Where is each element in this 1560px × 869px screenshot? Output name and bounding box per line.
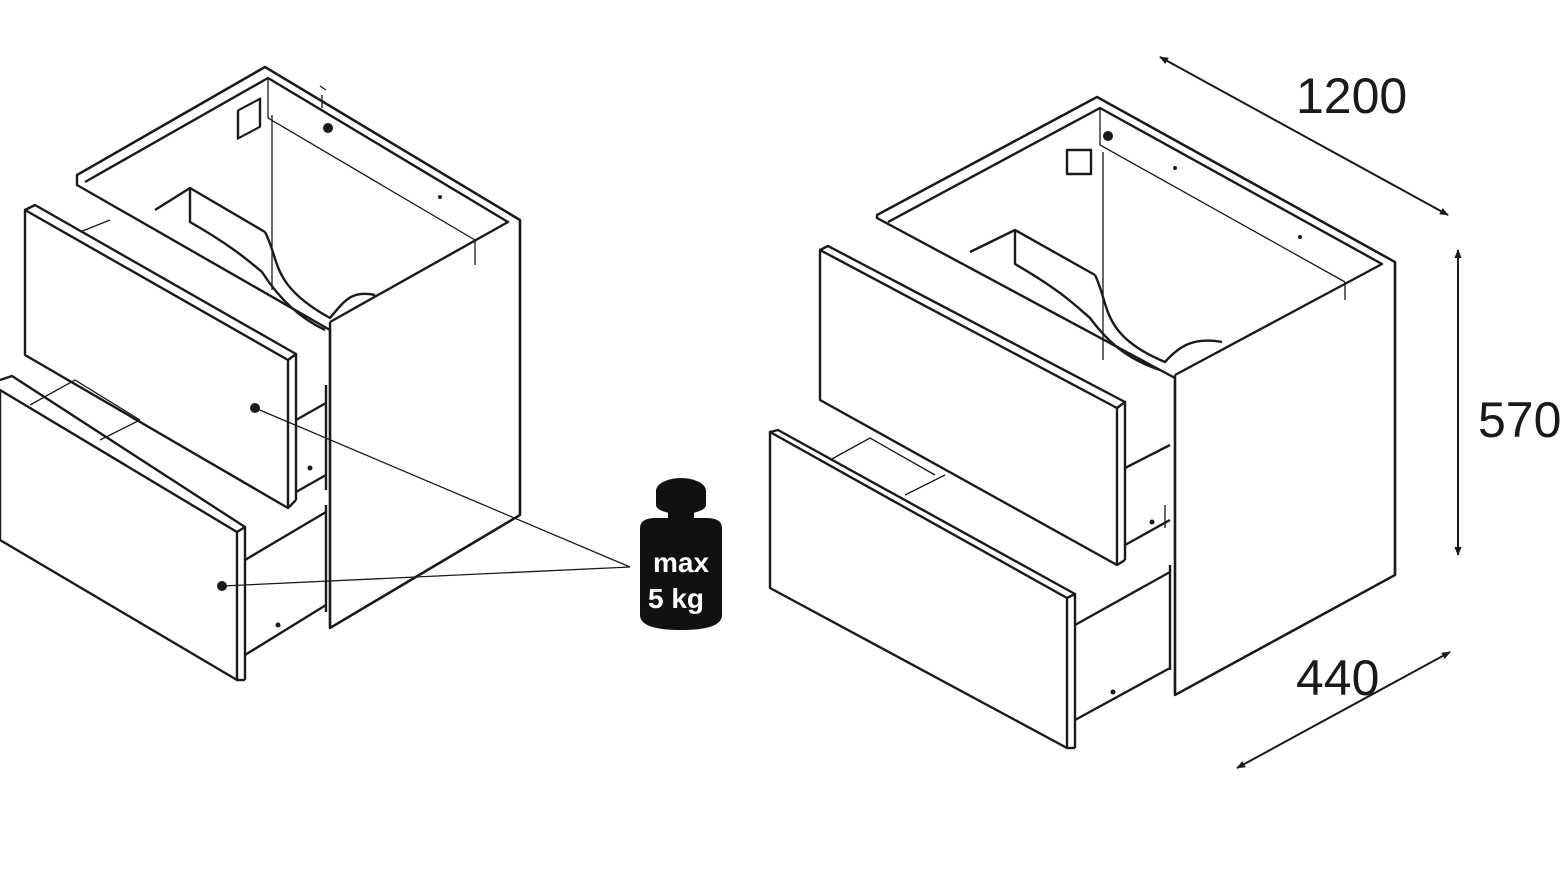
depth-value: 440 — [1296, 650, 1379, 706]
width-arrow — [1159, 56, 1449, 216]
depth-arrow — [1236, 651, 1451, 769]
leader-line-lower — [221, 566, 631, 587]
left-cabinet-open-drawers — [0, 65, 631, 682]
mount-hole — [323, 123, 333, 133]
left-lower-drawer — [0, 374, 328, 682]
weight-icon: max 5 kg — [640, 478, 722, 630]
right-lower-drawer — [768, 428, 1172, 750]
height-value: 570 — [1478, 392, 1560, 448]
dimension-height: 570 — [1454, 249, 1560, 556]
mount-hole — [1103, 131, 1113, 141]
weight-label-value: 5 kg — [648, 583, 704, 614]
leader-line-upper — [254, 407, 631, 568]
right-upper-drawer — [818, 244, 1171, 567]
dimension-depth: 440 — [1236, 650, 1451, 769]
dimension-width: 1200 — [1159, 56, 1449, 216]
weight-label-max: max — [653, 547, 709, 578]
left-cabinet-carcass — [75, 65, 522, 630]
right-cabinet-closed — [768, 95, 1397, 750]
hanger-bracket — [236, 97, 262, 140]
hanger-bracket — [1065, 148, 1093, 176]
width-value: 1200 — [1296, 68, 1407, 124]
right-cabinet-carcass — [875, 95, 1397, 697]
